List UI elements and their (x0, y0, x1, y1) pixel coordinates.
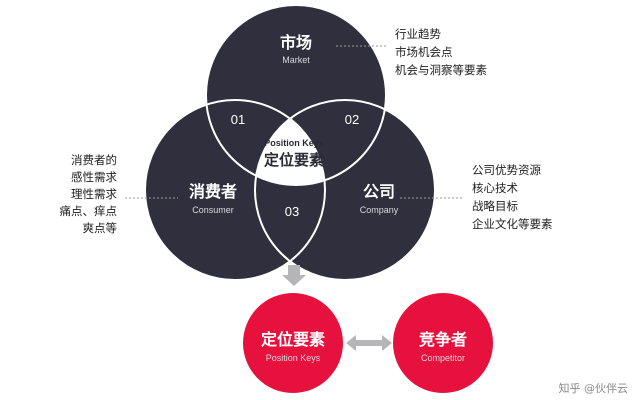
consumer-note-2: 感性需求 (71, 170, 117, 184)
market-note-1: 行业趋势 (395, 27, 441, 41)
company-note-4: 企业文化等要素 (472, 217, 553, 231)
consumer-note-4: 痛点、痒点 (60, 204, 118, 218)
center-intersection (255, 100, 325, 185)
competitor-circle (393, 293, 493, 393)
market-note-3: 机会与洞察等要素 (395, 63, 487, 77)
market-note-2: 市场机会点 (395, 45, 453, 59)
market-outline (205, 4, 387, 186)
company-title: 公司 (363, 182, 395, 201)
overlap-02: 02 (345, 112, 359, 127)
double-arrow-icon (346, 335, 392, 351)
competitor-subtitle: Competitor (421, 353, 465, 363)
center-label-zh: 定位要素 (264, 151, 324, 169)
market-title: 市场 (280, 33, 312, 52)
competitor-title: 竞争者 (419, 330, 467, 349)
overlap-03: 03 (285, 204, 299, 219)
consumer-note-1: 消费者的 (71, 153, 117, 167)
position-keys-title: 定位要素 (260, 330, 325, 349)
consumer-outline (144, 99, 326, 281)
position-keys-circle (243, 293, 343, 393)
consumer-title: 消费者 (189, 182, 237, 201)
company-note-1: 公司优势资源 (472, 163, 541, 177)
watermark: 知乎 @伙伴云 (559, 381, 629, 395)
consumer-subtitle: Consumer (192, 205, 234, 215)
overlap-01: 01 (231, 112, 245, 127)
company-note-2: 核心技术 (472, 181, 518, 195)
company-outline (254, 99, 436, 281)
market-subtitle: Market (282, 55, 310, 65)
consumer-note-5: 爽点等 (83, 221, 118, 235)
company-subtitle: Company (360, 205, 399, 215)
down-arrow-icon (282, 265, 306, 286)
position-keys-subtitle: Position Keys (266, 353, 321, 363)
center-label-en: Position Keys (264, 138, 324, 148)
company-note-3: 战略目标 (472, 199, 518, 213)
consumer-note-3: 理性需求 (71, 187, 117, 201)
